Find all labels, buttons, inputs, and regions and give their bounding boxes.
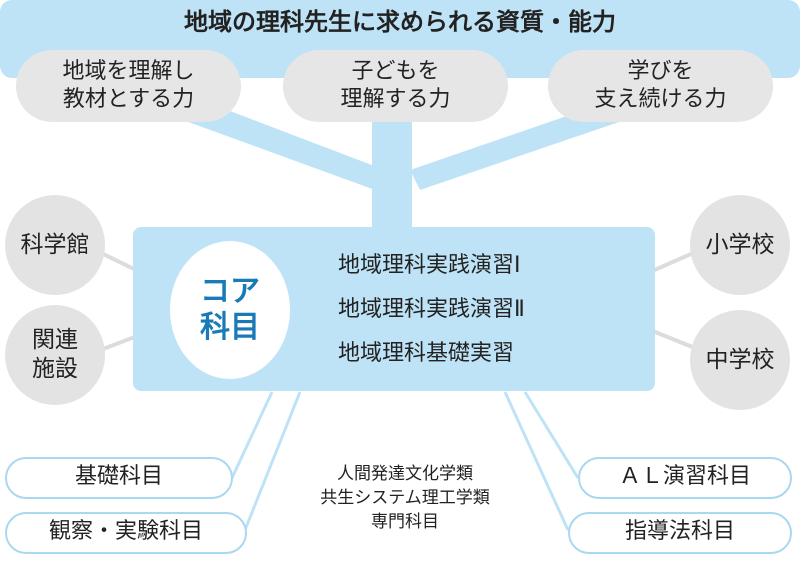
partner-junior-high-label: 中学校: [705, 346, 775, 373]
partner-elementary-label: 小学校: [705, 231, 775, 258]
core-label-line1: コア: [200, 274, 260, 309]
banner-title: 地域の理科先生に求められる資質・能力: [184, 8, 616, 36]
partner-junior-high-school: 中学校: [690, 310, 790, 410]
ability-support-line1: 学びを: [627, 59, 694, 84]
ability-local-line1: 地域を理解し: [62, 59, 195, 84]
connector-basic: [230, 391, 274, 479]
partner-facilities-line1: 関連: [32, 327, 78, 353]
ability-children-line1: 子どもを: [351, 59, 440, 84]
course-al-practice: ＡＬ演習科目: [578, 457, 792, 499]
connector-left-ability: [150, 108, 385, 190]
partner-science-museum: 科学館: [5, 195, 105, 295]
other-course-line1: 人間発達文化学類: [337, 464, 473, 484]
core-item-practice-2: 地域理科実践演習Ⅱ: [338, 297, 525, 322]
partner-related-facilities: 関連 施設: [5, 305, 105, 405]
partner-facilities-line2: 施設: [32, 356, 78, 382]
connector-right-ability: [410, 108, 660, 190]
ability-children-line2: 理解する力: [340, 87, 451, 112]
other-course-line2: 共生システム理工学類: [320, 488, 490, 508]
other-department-courses: 人間発達文化学類 共生システム理工学類 専門科目: [270, 462, 540, 534]
core-label: コア 科目: [170, 241, 290, 379]
course-observation-experiment: 観察・実験科目: [5, 512, 247, 554]
course-basic-subjects: 基礎科目: [5, 457, 233, 499]
ability-pill-children: 子どもを 理解する力: [283, 50, 508, 122]
connector-experiment: [243, 391, 302, 531]
ability-pill-support: 学びを 支え続ける力: [548, 50, 773, 122]
ability-support-line2: 支え続ける力: [594, 87, 727, 112]
partner-science-museum-label: 科学館: [20, 231, 90, 258]
course-teaching-methods: 指導法科目: [568, 512, 792, 554]
core-item-practice-1: 地域理科実践演習Ⅰ: [338, 253, 521, 278]
connector-al: [523, 391, 580, 479]
partner-elementary-school: 小学校: [690, 195, 790, 295]
ability-pill-local: 地域を理解し 教材とする力: [16, 50, 241, 122]
ability-local-line2: 教材とする力: [62, 87, 195, 112]
core-label-line2: 科目: [200, 310, 260, 345]
other-course-line3: 専門科目: [371, 512, 439, 532]
connector-teaching: [503, 391, 570, 531]
core-item-basic-training: 地域理科基礎実習: [338, 341, 515, 366]
